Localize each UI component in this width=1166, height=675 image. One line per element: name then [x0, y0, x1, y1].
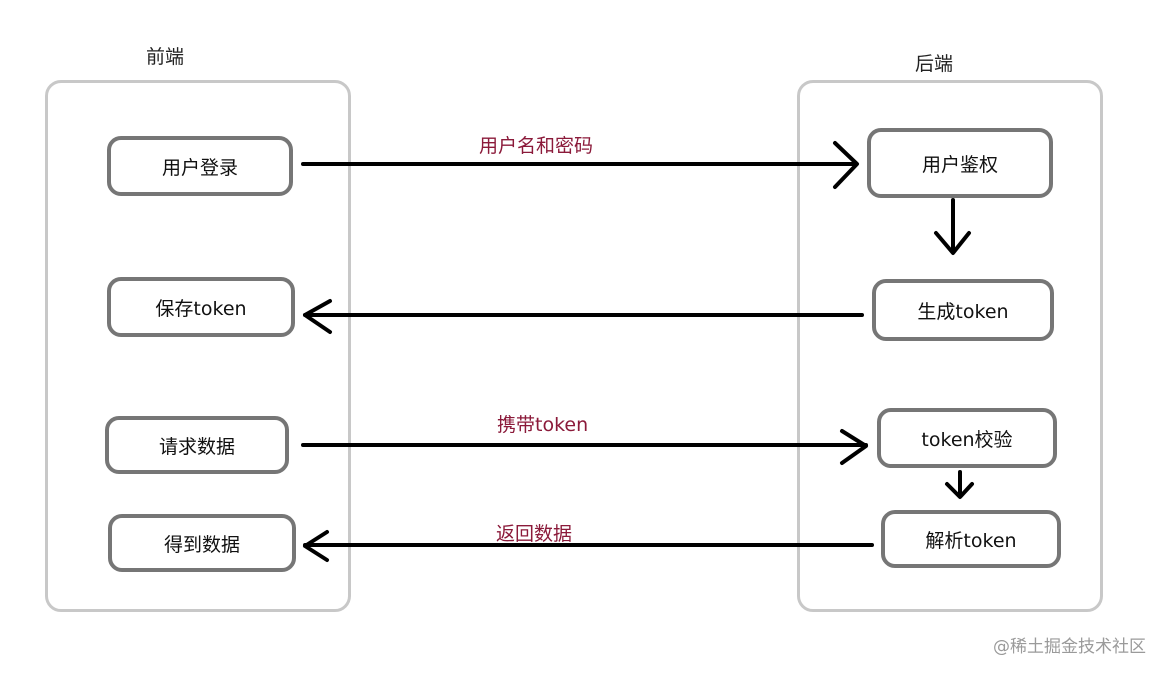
arrowhead-request-to-verify — [840, 429, 868, 465]
box-save-token: 保存token — [107, 277, 295, 337]
box-receive-data: 得到数据 — [108, 514, 296, 572]
frontend-title: 前端 — [146, 46, 185, 68]
arrowhead-auth-to-generate — [934, 231, 971, 255]
box-request-data: 请求数据 — [105, 416, 289, 474]
box-generate-token: 生成token — [872, 279, 1054, 341]
box-user-login: 用户登录 — [107, 136, 293, 196]
arrowhead-generate-to-save — [303, 299, 332, 334]
arrowhead-login-to-auth — [833, 141, 859, 189]
edge-label-return-data: 返回数据 — [496, 523, 573, 545]
arrowhead-verify-to-parse — [945, 482, 974, 499]
edge-label-request-to-verify: 携带token — [497, 414, 589, 436]
arrowhead-parse-to-receive — [303, 530, 329, 562]
watermark: @稀土掘金技术社区 — [993, 637, 1146, 657]
backend-title: 后端 — [915, 53, 954, 75]
box-user-auth: 用户鉴权 — [867, 128, 1053, 198]
box-parse-token: 解析token — [881, 510, 1061, 568]
edge-label-login-to-auth: 用户名和密码 — [479, 135, 594, 157]
box-token-verify: token校验 — [877, 408, 1057, 468]
